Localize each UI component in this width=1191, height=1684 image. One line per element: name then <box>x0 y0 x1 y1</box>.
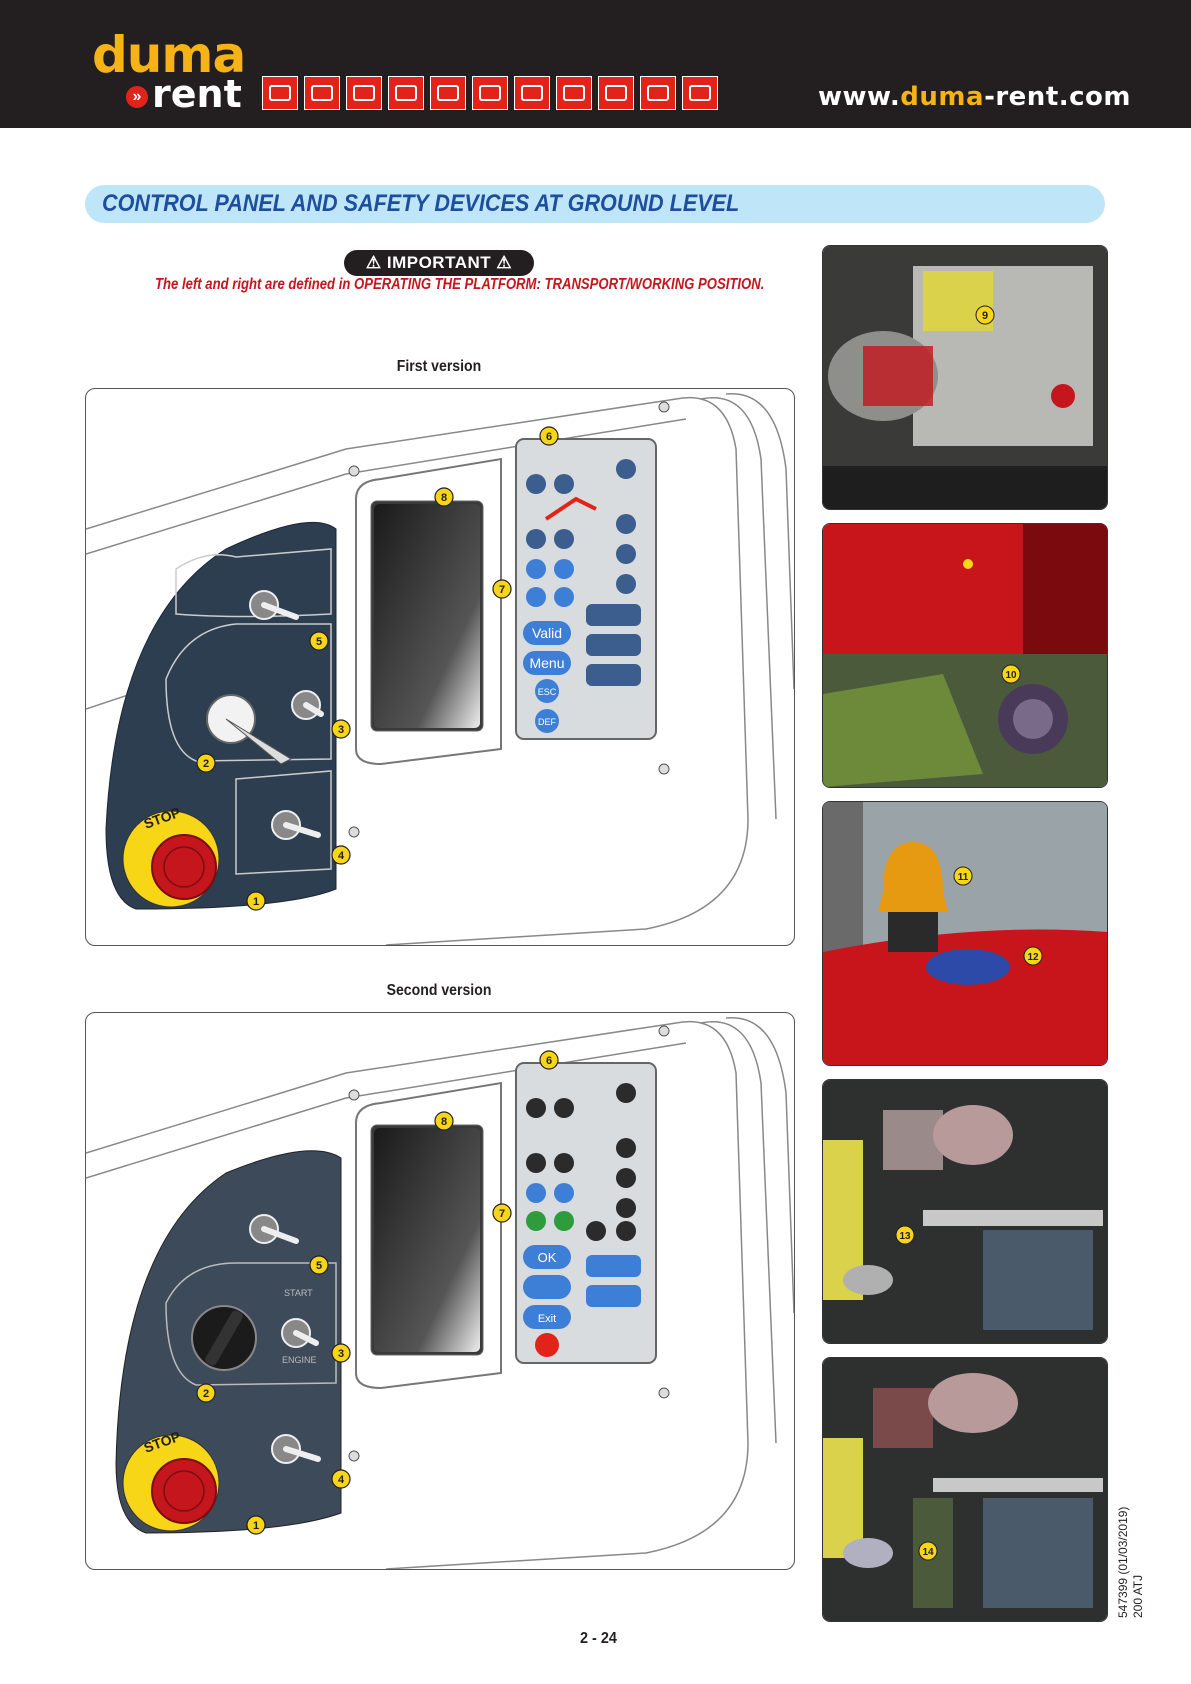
svg-text:2: 2 <box>203 1388 209 1400</box>
svg-text:3: 3 <box>338 724 344 736</box>
svg-text:9: 9 <box>982 310 988 322</box>
svg-text:Menu: Menu <box>529 655 564 671</box>
document-reference: 547399 (01/03/2019) 200 ATJ <box>1116 1506 1145 1618</box>
svg-text:6: 6 <box>546 431 552 443</box>
control-panel-drawing-v2: START ENGINE STOP OK Exit <box>86 1017 794 1569</box>
svg-text:5: 5 <box>316 1260 322 1272</box>
telehandler-icon <box>598 76 634 110</box>
logo-duma: duma <box>92 26 246 84</box>
trailer-icon <box>682 76 718 110</box>
svg-text:14: 14 <box>922 1547 934 1558</box>
svg-text:ENGINE: ENGINE <box>282 1355 317 1365</box>
crane-truck-icon <box>514 76 550 110</box>
website-url: www.duma-rent.com <box>818 82 1131 112</box>
section-title-bar <box>85 185 1105 223</box>
scissor-lift-icon <box>346 76 382 110</box>
svg-text:5: 5 <box>316 636 322 648</box>
svg-text:Exit: Exit <box>538 1313 556 1325</box>
important-note: The left and right are defined in OPERAT… <box>155 276 765 293</box>
svg-text:8: 8 <box>441 492 447 504</box>
second-version-panel-illustration: START ENGINE STOP OK Exit <box>85 1012 795 1570</box>
svg-text:OK: OK <box>538 1250 557 1265</box>
photo-beacons-11-12: 11 12 <box>822 801 1108 1066</box>
svg-text:4: 4 <box>338 1474 345 1486</box>
important-badge: ⚠ IMPORTANT ⚠ <box>344 250 534 276</box>
page-header: duma » rent www.duma-rent.com <box>0 0 1191 128</box>
svg-text:7: 7 <box>499 1208 505 1220</box>
svg-text:1: 1 <box>253 896 259 908</box>
first-version-panel-illustration: STOP Valid Menu ESC DEF <box>85 388 795 946</box>
photo-hydraulic-13: 13 <box>822 1079 1108 1344</box>
logo-arrow-icon: » <box>126 86 148 108</box>
svg-text:11: 11 <box>958 872 969 883</box>
svg-text:Valid: Valid <box>532 625 562 641</box>
boom-lift-icon <box>640 76 676 110</box>
first-version-caption: First version <box>396 358 482 375</box>
svg-text:12: 12 <box>1027 952 1039 963</box>
second-version-caption: Second version <box>386 982 492 999</box>
loader-icon <box>430 76 466 110</box>
excavator-icon <box>556 76 592 110</box>
page-number: 2 - 24 <box>580 1630 617 1647</box>
machine-icons <box>262 76 718 110</box>
svg-text:8: 8 <box>441 1116 447 1128</box>
svg-text:6: 6 <box>546 1055 552 1067</box>
svg-text:3: 3 <box>338 1348 344 1360</box>
order-picker-icon <box>304 76 340 110</box>
svg-text:DEF: DEF <box>538 717 557 727</box>
svg-text:1: 1 <box>253 1520 259 1532</box>
svg-text:START: START <box>284 1288 313 1298</box>
svg-text:4: 4 <box>338 850 345 862</box>
svg-text:10: 10 <box>1005 670 1017 681</box>
photo-engine-bay-9: 9 <box>822 245 1108 510</box>
svg-text:13: 13 <box>899 1231 911 1242</box>
forklift-icon <box>262 76 298 110</box>
dumper-icon <box>472 76 508 110</box>
pallet-truck-icon <box>388 76 424 110</box>
logo-rent: rent <box>152 72 242 116</box>
photo-hydraulic-14: 14 <box>822 1357 1108 1622</box>
svg-text:2: 2 <box>203 758 209 770</box>
section-title: CONTROL PANEL AND SAFETY DEVICES AT GROU… <box>102 190 740 217</box>
svg-text:ESC: ESC <box>538 687 557 697</box>
control-panel-drawing-v1: STOP Valid Menu ESC DEF <box>86 393 794 945</box>
svg-text:7: 7 <box>499 584 505 596</box>
photo-connector-10: 10 <box>822 523 1108 788</box>
